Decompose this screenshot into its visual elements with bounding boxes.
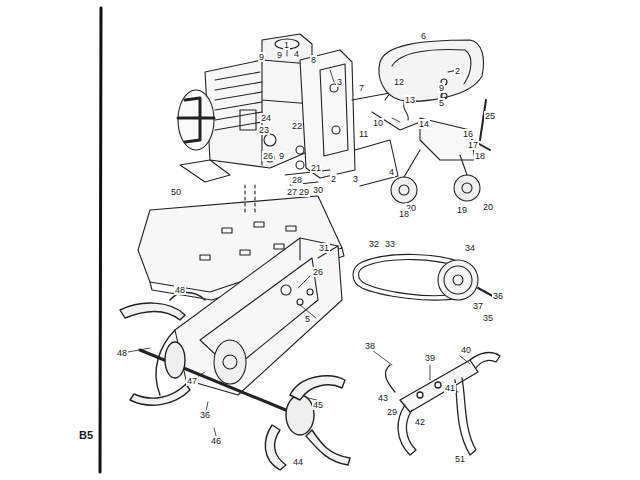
callout-number: 12 [393, 77, 405, 87]
callout-number: 47 [186, 376, 198, 386]
callout-number: 2 [330, 174, 337, 184]
callout-number: 9 [276, 50, 283, 60]
tine-assembly [385, 353, 500, 455]
callout-number: 7 [358, 83, 365, 93]
callout-number: 9 [438, 83, 445, 93]
callout-number: 6 [420, 31, 427, 41]
callout-number: 11 [358, 129, 369, 139]
leader-lines [128, 50, 470, 436]
callout-number: 13 [404, 95, 416, 105]
callout-number: 20 [482, 202, 494, 212]
callout-number: 40 [460, 345, 472, 355]
callout-number: 18 [474, 151, 486, 161]
callout-number: 29 [386, 407, 398, 417]
callout-number: 4 [293, 49, 300, 59]
callout-number: 1 [283, 40, 290, 50]
border-bar [100, 8, 101, 472]
callout-number: 46 [210, 436, 222, 446]
engine-shield [379, 40, 484, 101]
callout-number: 45 [312, 400, 324, 410]
callout-number: 19 [456, 205, 468, 215]
callout-number: 48 [116, 348, 128, 358]
callout-number: 44 [292, 457, 304, 467]
callout-number: 38 [364, 341, 376, 351]
callout-number: 26 [262, 151, 274, 161]
callout-number: 51 [454, 454, 466, 464]
callout-number: 25 [484, 111, 496, 121]
callout-number: 3 [352, 174, 359, 184]
callout-number: 41 [444, 383, 456, 393]
callout-number: 42 [414, 417, 426, 427]
wheels [391, 150, 480, 203]
callout-number: 35 [482, 313, 494, 323]
callout-number: 48 [174, 285, 186, 295]
callout-number: 4 [388, 167, 395, 177]
left-tines [120, 293, 205, 406]
callout-number: 8 [310, 55, 317, 65]
callout-number: 32 [368, 239, 380, 249]
callout-number: 23 [258, 125, 270, 135]
callout-number: 50 [170, 187, 182, 197]
tine-frame [140, 238, 342, 420]
callout-number: 36 [492, 291, 504, 301]
callout-number: 37 [472, 301, 484, 311]
callout-number: 10 [372, 118, 384, 128]
callout-number: 5 [304, 314, 311, 324]
callout-number: 18 [398, 209, 410, 219]
callout-number: 21 [310, 163, 322, 173]
callout-number: 26 [312, 267, 324, 277]
callout-number: 9 [258, 52, 265, 62]
callout-number: 27 [286, 187, 298, 197]
callout-number: 28 [291, 175, 303, 185]
callout-number: 39 [424, 353, 436, 363]
callout-number: 43 [377, 393, 389, 403]
callout-number: 34 [464, 243, 476, 253]
callout-number: 31 [318, 243, 330, 253]
callout-number: 16 [462, 129, 474, 139]
callout-number: 24 [260, 113, 272, 123]
callout-number: 29 [298, 187, 310, 197]
callout-number: 30 [312, 185, 324, 195]
callout-number: 33 [384, 239, 396, 249]
callout-number: B5 [78, 429, 94, 441]
callout-number: 5 [438, 98, 445, 108]
callout-number: 17 [467, 140, 479, 150]
belt-drive [353, 254, 500, 300]
callout-number: 9 [278, 151, 285, 161]
callout-number: 2 [454, 66, 461, 76]
right-tines [265, 376, 350, 470]
callout-number: 14 [418, 119, 430, 129]
callout-number: 3 [336, 77, 343, 87]
callout-number: 36 [199, 410, 211, 420]
callout-number: 22 [291, 121, 303, 131]
engine [178, 34, 312, 182]
